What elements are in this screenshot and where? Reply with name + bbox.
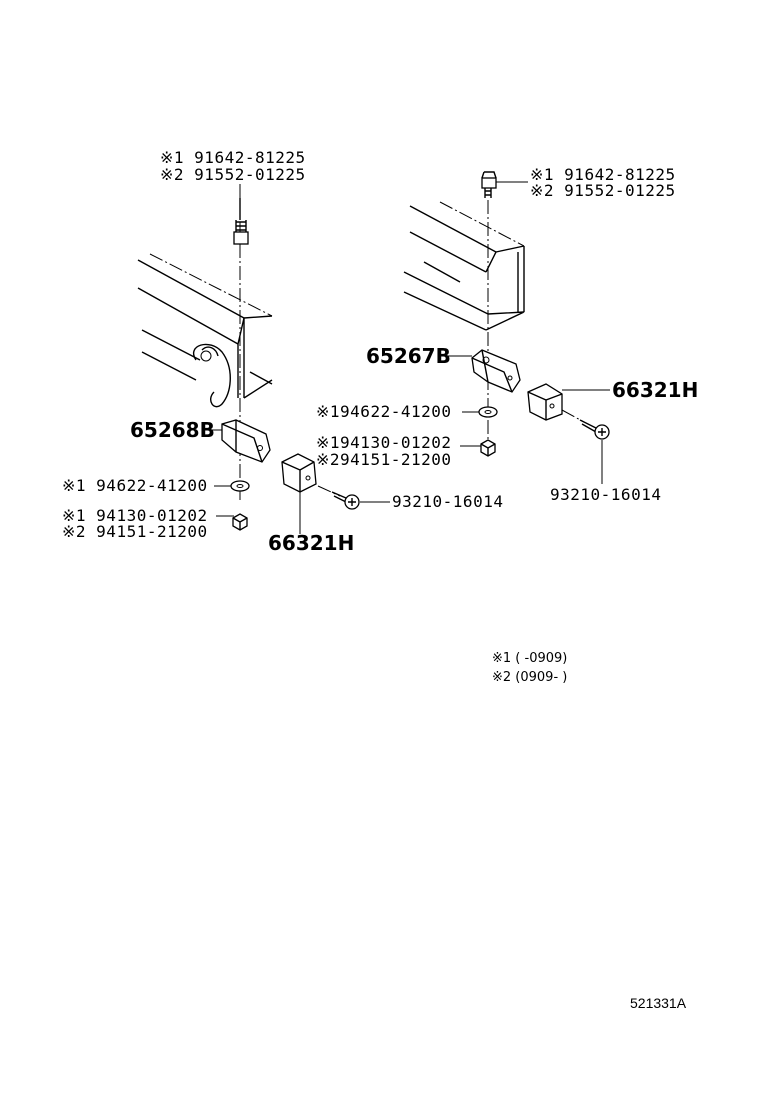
right-bolt-label-1: ※1 91642-81225 <box>530 165 676 184</box>
mid-nut-label-2: ※294151-21200 <box>316 450 452 469</box>
left-screw-label: 93210-16014 <box>392 492 503 511</box>
left-nut-label-2: ※2 94151-21200 <box>62 522 208 541</box>
right-bolt-label-2: ※2 91552-01225 <box>530 181 676 200</box>
left-bolt-label-1: ※1 91642-81225 <box>160 148 306 167</box>
left-washer-label: ※1 94622-41200 <box>62 476 208 495</box>
mid-nut-label-1: ※194130-01202 <box>316 433 452 452</box>
left-nut <box>232 513 248 531</box>
left-cushion-label: 66321H <box>268 531 354 555</box>
right-screw <box>561 409 610 440</box>
left-frame-rail <box>137 253 273 408</box>
left-bracket-65268B <box>221 419 271 463</box>
right-leader-lines <box>444 181 610 484</box>
right-bracket-label: 65267B <box>366 344 451 368</box>
right-screw-label: 93210-16014 <box>550 485 661 504</box>
right-washer <box>478 406 498 418</box>
left-nut-label-1: ※1 94130-01202 <box>62 506 208 525</box>
left-bracket-label: 65268B <box>130 418 215 442</box>
mid-washer-label: ※194622-41200 <box>316 402 452 421</box>
left-washer <box>230 480 250 492</box>
left-cushion-66321H <box>281 453 317 493</box>
right-frame-rail <box>403 201 525 331</box>
right-nut <box>480 439 496 457</box>
left-leader-lines <box>204 184 390 534</box>
left-screw <box>317 485 360 510</box>
right-cushion-66321H <box>527 383 563 421</box>
left-bolt-label-2: ※2 91552-01225 <box>160 165 306 184</box>
note-2: ※2 (0909- ) <box>492 670 567 685</box>
note-1: ※1 ( -0909) <box>492 651 567 666</box>
right-cushion-label: 66321H <box>612 378 698 402</box>
right-bracket-65267B <box>471 349 521 393</box>
diagram-code: 521331A <box>630 995 687 1011</box>
